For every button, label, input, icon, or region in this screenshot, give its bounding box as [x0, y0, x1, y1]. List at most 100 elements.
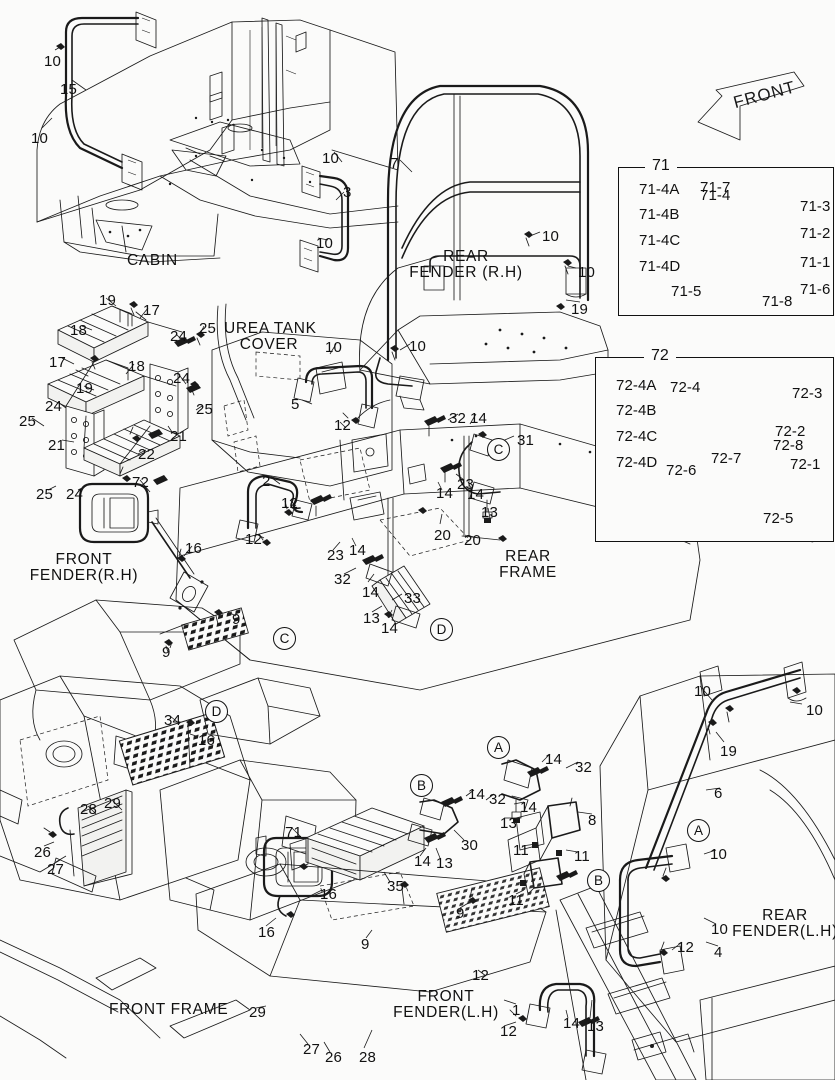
- part-callout-14: 14: [349, 542, 366, 559]
- part-callout-8: 8: [588, 812, 597, 829]
- part-callout-23: 23: [457, 476, 474, 493]
- label-71-6: 71-6: [800, 281, 831, 298]
- part-callout-20: 20: [434, 527, 451, 544]
- part-callout-12: 12: [281, 495, 298, 512]
- label-72-3: 72-3: [792, 385, 823, 402]
- part-callout-10: 10: [542, 228, 559, 245]
- step-assembly-left: [47, 301, 205, 485]
- label-71-7: 71-7: [700, 179, 731, 196]
- part-callout-34: 34: [164, 712, 181, 729]
- label-71-4: 71-4: [700, 187, 731, 204]
- label-72-7: 72-7: [711, 450, 742, 467]
- part-callout-9: 9: [232, 611, 241, 628]
- section-label-rear-fender-rh: REAR FENDER (R.H): [404, 248, 528, 282]
- part-callout-22: 22: [138, 446, 155, 463]
- part-callout-13: 13: [436, 855, 453, 872]
- ref-circle-b-1: B: [410, 774, 433, 797]
- part-callout-14: 14: [520, 799, 537, 816]
- part-callout-12: 12: [334, 417, 351, 434]
- urea-tank-cover: [211, 303, 393, 546]
- part-callout-19: 19: [571, 301, 588, 318]
- label-72-4A: 72-4A: [616, 377, 657, 394]
- fflh-line-1: FRONT: [417, 988, 475, 1005]
- part-callout-15: 15: [60, 81, 77, 98]
- section-label-cabin: CABIN: [127, 252, 178, 269]
- part-callout-17: 17: [143, 302, 160, 319]
- part-callout-18: 18: [128, 358, 145, 375]
- ref-circle-c-1: C: [487, 438, 510, 461]
- part-callout-30: 30: [461, 837, 478, 854]
- part-callout-25: 25: [36, 486, 53, 503]
- part-callout-32: 32: [334, 571, 351, 588]
- rf-line-1: REAR: [505, 548, 551, 565]
- part-callout-16: 16: [198, 732, 215, 749]
- part-callout-32: 32: [575, 759, 592, 776]
- part-callout-10: 10: [710, 846, 727, 863]
- part-callout-10: 10: [325, 339, 342, 356]
- detail-panel-71: 71: [618, 157, 834, 316]
- label-72-8: 72-8: [773, 437, 804, 454]
- urea-line-1: UREA TANK: [224, 320, 317, 337]
- part-callout-12: 12: [245, 531, 262, 548]
- label-71-3: 71-3: [800, 198, 831, 215]
- part-callout-11: 11: [508, 892, 524, 909]
- part-callout-3: 3: [343, 184, 352, 201]
- part-callout-24: 24: [66, 486, 83, 503]
- part-callout-12: 12: [472, 967, 489, 984]
- part-callout-24: 24: [170, 328, 187, 345]
- part-callout-29: 29: [104, 795, 121, 812]
- part-callout-19: 19: [720, 743, 737, 760]
- label-71-4C: 71-4C: [639, 232, 681, 249]
- part-callout-14: 14: [563, 1015, 580, 1032]
- part-callout-10: 10: [711, 921, 728, 938]
- rfrh-line-2: FENDER (R.H): [409, 264, 523, 282]
- part-callout-32: 32: [489, 791, 506, 808]
- part-callout-33: 33: [404, 590, 421, 607]
- part-callout-25: 25: [199, 320, 216, 337]
- part-callout-14: 14: [467, 486, 484, 503]
- part-callout-25: 25: [19, 413, 36, 430]
- part-callout-13: 13: [363, 610, 380, 627]
- part-callout-12: 12: [677, 939, 694, 956]
- leader-lines: [31, 45, 827, 1053]
- part-callout-16: 16: [320, 886, 337, 903]
- ffrh-line-2: FENDER(R.H): [29, 567, 139, 585]
- part-callout-10: 10: [409, 338, 426, 355]
- part-callout-9: 9: [361, 936, 370, 953]
- section-label-front-fender-rh: FRONT FENDER(R.H): [22, 551, 146, 585]
- section-label-rear-frame: REAR FRAME: [489, 548, 567, 582]
- part-callout-28: 28: [80, 801, 97, 818]
- part-callout-13: 13: [500, 815, 517, 832]
- lower-left-tail: [0, 939, 251, 1059]
- part-callout-10: 10: [31, 130, 48, 147]
- detail-panel-72-caption: 72: [644, 347, 676, 365]
- part-callout-7: 7: [390, 155, 399, 172]
- part-callout-5: 5: [291, 396, 300, 413]
- label-72-4C: 72-4C: [616, 428, 658, 445]
- part-callout-26: 26: [325, 1049, 342, 1066]
- part-callout-11: 11: [513, 842, 529, 859]
- part-callout-35: 35: [387, 878, 404, 895]
- label-71-4B: 71-4B: [639, 206, 680, 223]
- ref-circle-b-2: B: [587, 869, 610, 892]
- section-label-rear-fender-lh: REAR FENDER(L.H): [723, 907, 835, 941]
- rfrh-line-1: REAR: [443, 248, 489, 265]
- ref-circle-c-2: C: [273, 627, 296, 650]
- part-callout-14: 14: [362, 584, 379, 601]
- rear-fender-lh-assembly: [509, 661, 835, 1080]
- part-callout-31: 31: [517, 432, 534, 449]
- part-callout-24: 24: [173, 370, 190, 387]
- part-callout-10: 10: [694, 683, 711, 700]
- part-callout-19: 19: [76, 380, 93, 397]
- front-direction-arrow: FRONT: [697, 71, 805, 141]
- part-callout-23: 23: [327, 547, 344, 564]
- label-71-5: 71-5: [671, 283, 702, 300]
- ref-circle-a-1: A: [487, 736, 510, 759]
- part-callout-10: 10: [578, 264, 595, 281]
- label-72-5: 72-5: [763, 510, 794, 527]
- label-71-4D: 71-4D: [639, 258, 681, 275]
- part-callout-16: 16: [258, 924, 275, 941]
- part-callout-14: 14: [436, 485, 453, 502]
- part-callout-24: 24: [45, 398, 62, 415]
